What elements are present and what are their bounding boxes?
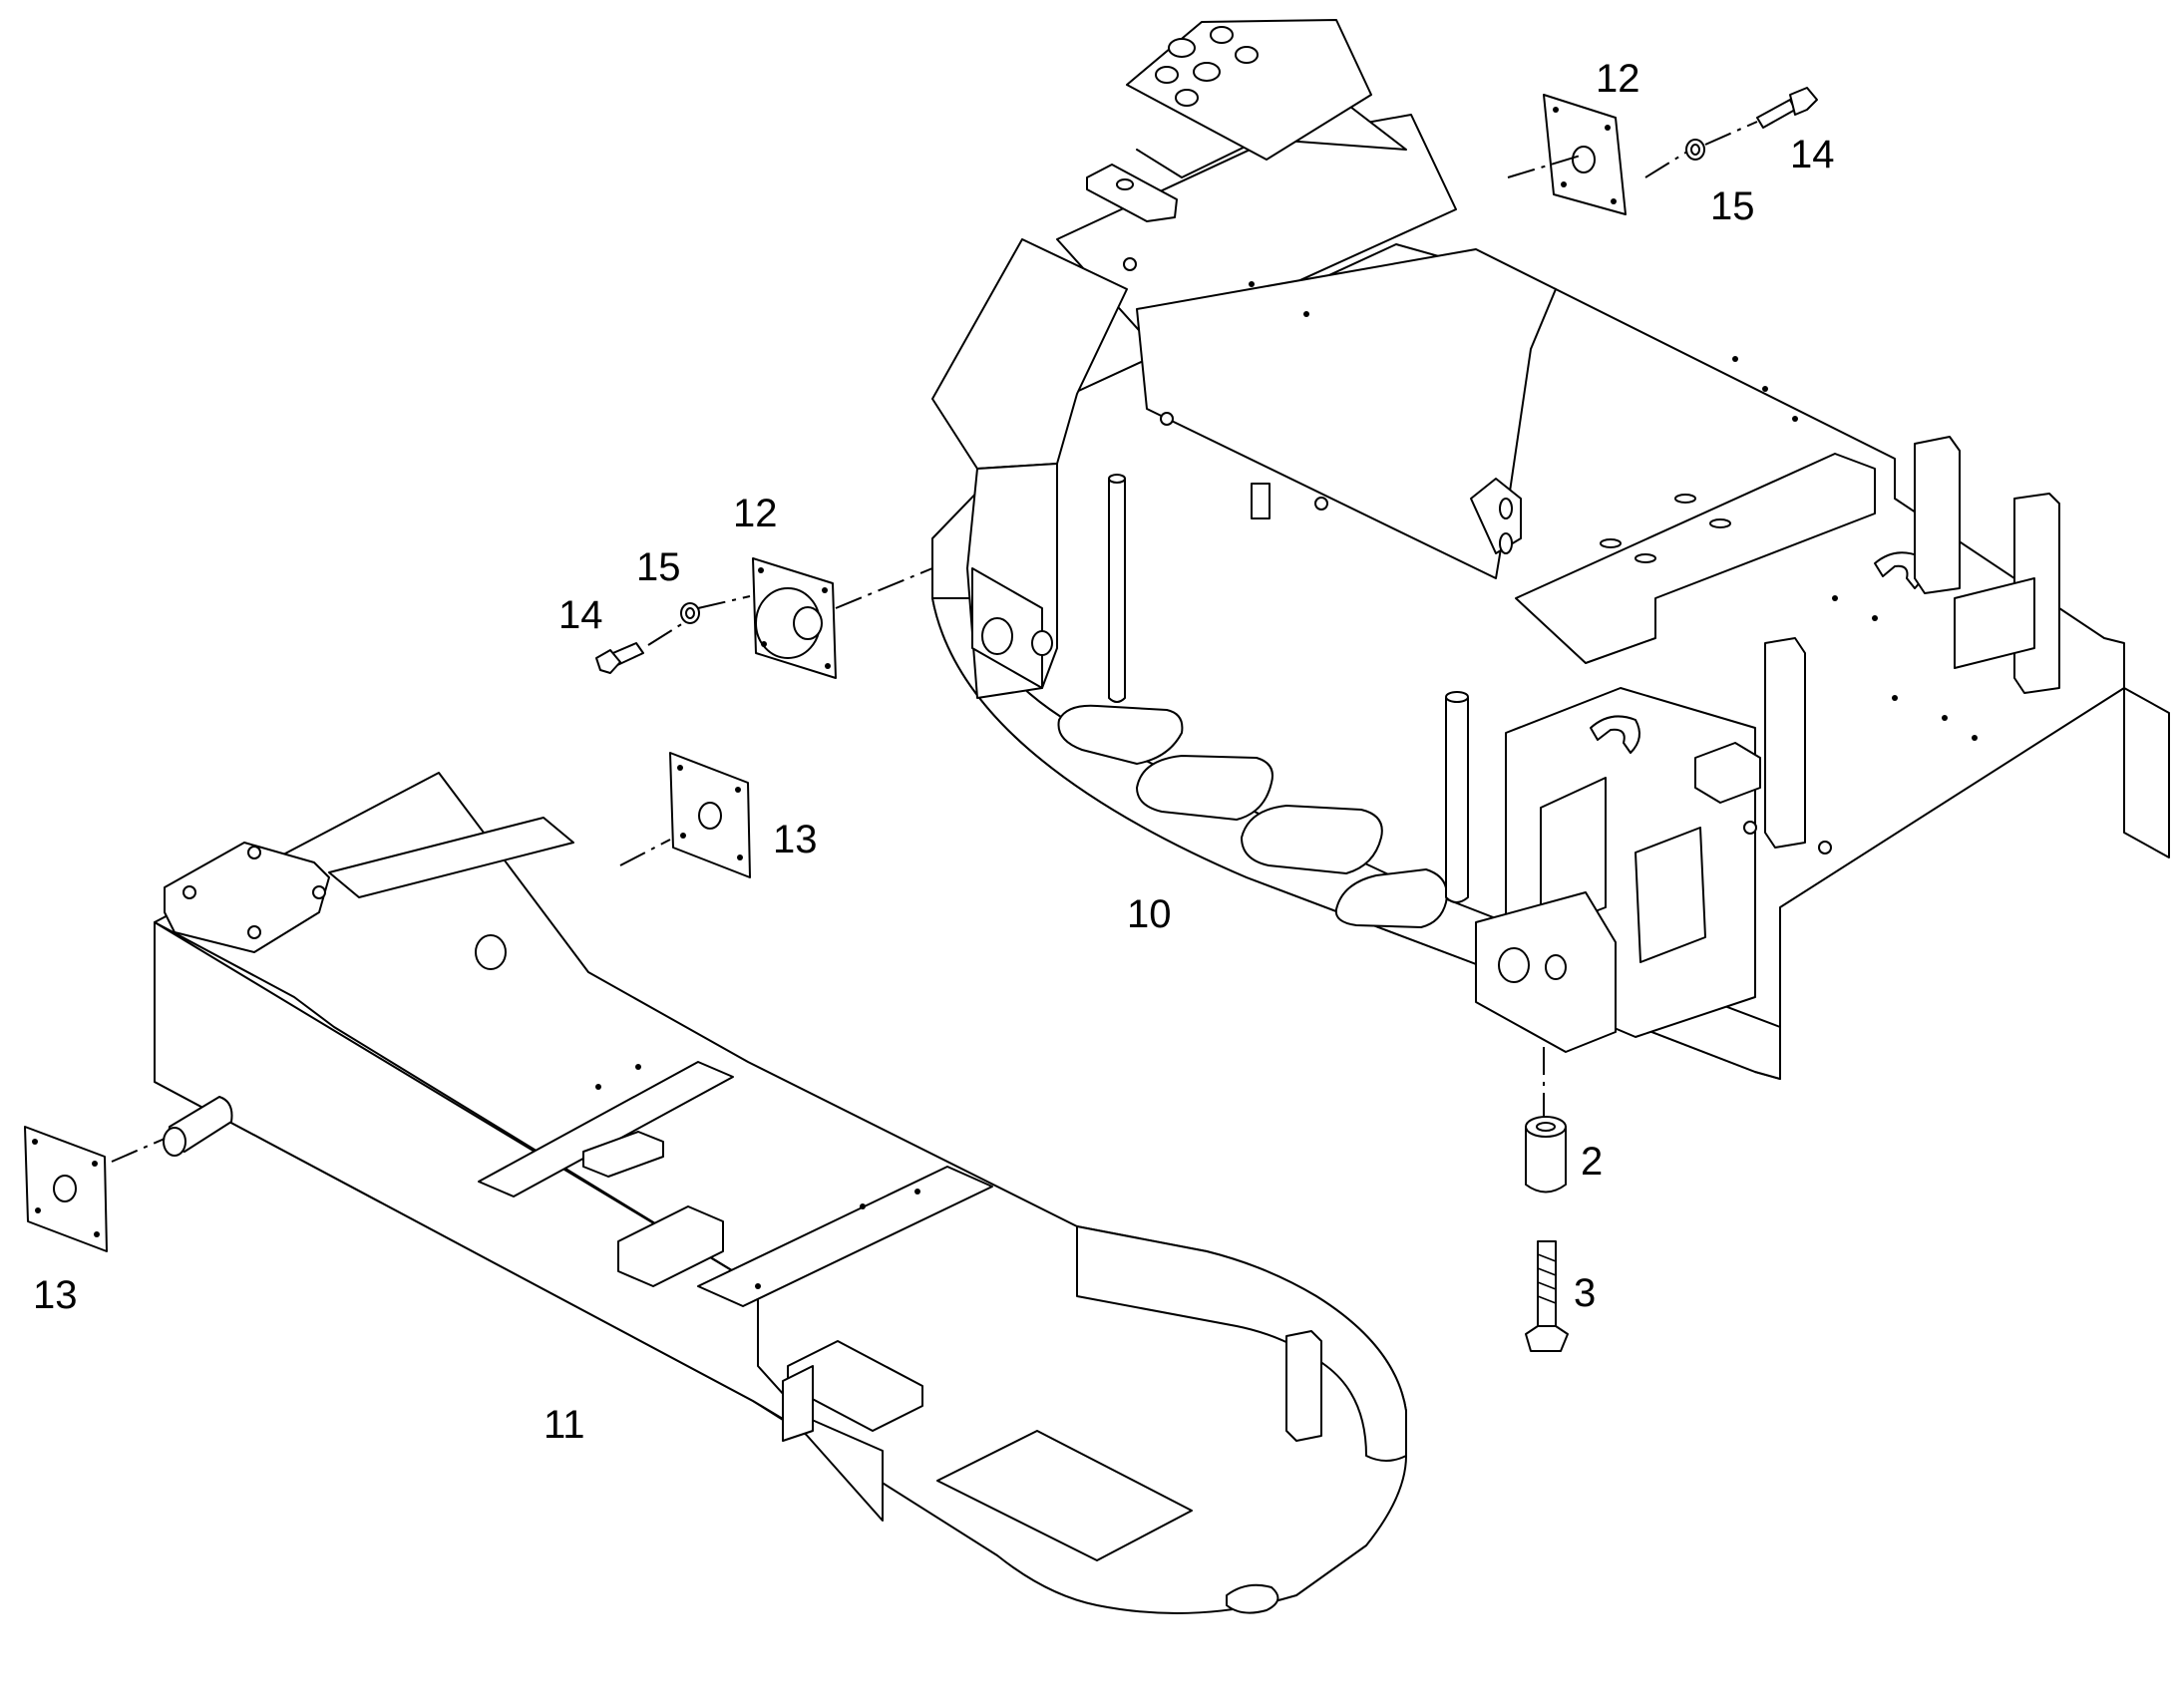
callout-12-left: 12 — [733, 492, 778, 535]
front-frame-11 — [154, 772, 1407, 1614]
callout-15-upper: 15 — [1710, 184, 1755, 228]
washer-15-upper — [1685, 139, 1705, 161]
floor-cutout — [1057, 704, 1184, 765]
floor-cutout — [1136, 755, 1273, 821]
floor-opening — [936, 1430, 1193, 1561]
support-rod — [1108, 478, 1126, 703]
floor-cutout — [1334, 868, 1448, 928]
plate-12-upper — [1543, 94, 1627, 215]
floor-cutout — [1241, 805, 1383, 874]
callout-14-upper: 14 — [1790, 133, 1835, 176]
assembly-centerlines — [111, 121, 1758, 1163]
front-mount-plate — [164, 842, 330, 953]
callout-15-left: 15 — [636, 545, 681, 589]
bolt-14-left — [595, 642, 644, 674]
plate-13-right — [669, 752, 751, 878]
callout-13-left: 13 — [33, 1273, 78, 1317]
callout-10: 10 — [1127, 892, 1172, 936]
callout-3: 3 — [1574, 1271, 1596, 1315]
rear-frame-10 — [931, 19, 2170, 1080]
bushing-2 — [1525, 1116, 1567, 1194]
bolt-14-upper — [1756, 87, 1818, 129]
stop-block — [1285, 1330, 1322, 1442]
callout-12-upper: 12 — [1596, 57, 1640, 101]
frame-post — [1764, 637, 1806, 849]
pivot-hole — [981, 617, 1013, 655]
callout-2: 2 — [1581, 1140, 1603, 1184]
plate-13-left — [24, 1126, 108, 1252]
mount-12-left — [752, 557, 837, 679]
callout-14-left: 14 — [558, 593, 603, 637]
hook-bracket — [1590, 715, 1640, 754]
callout-13-right: 13 — [773, 818, 818, 861]
callout-labels: 10 11 12 12 13 13 14 14 15 15 2 3 — [33, 57, 1835, 1447]
callout-11: 11 — [544, 1403, 585, 1447]
bolt-3 — [1525, 1240, 1569, 1352]
support-rod — [1445, 697, 1469, 903]
washer-15-left — [680, 602, 700, 624]
small-tab — [1251, 483, 1271, 519]
